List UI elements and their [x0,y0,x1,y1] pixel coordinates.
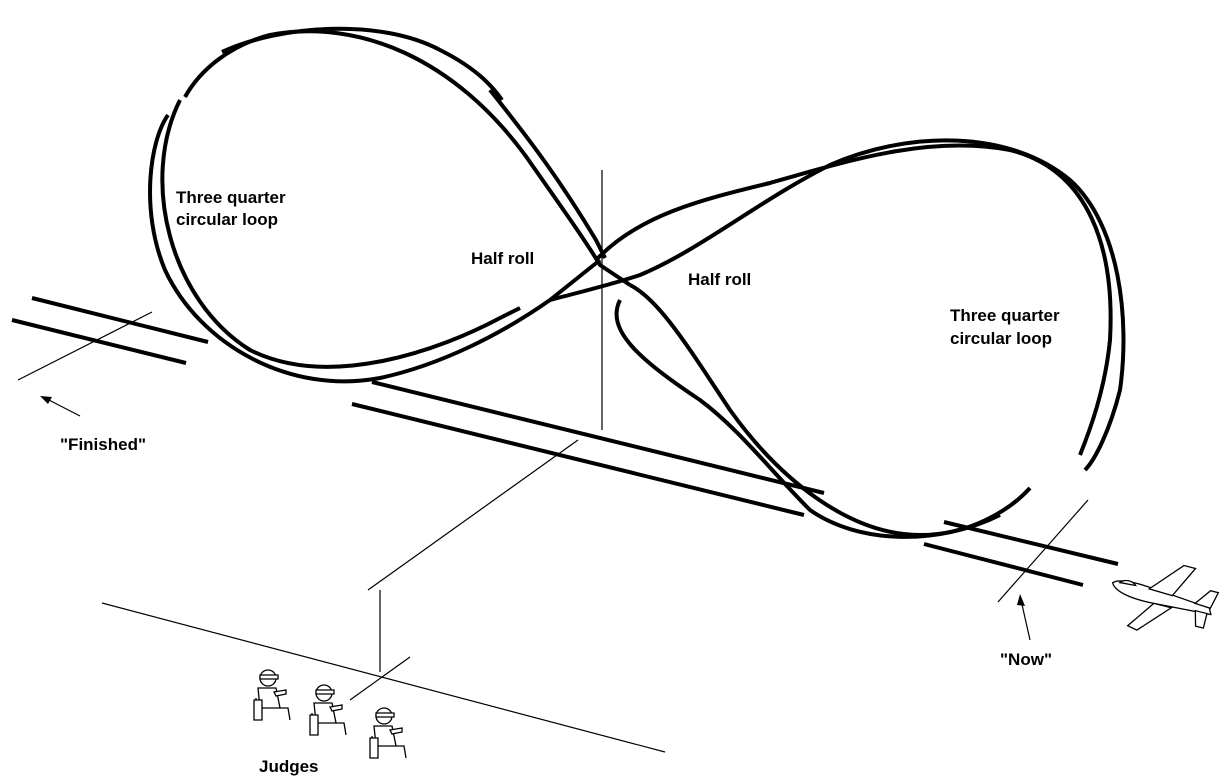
right-loop-path [549,138,1126,539]
entry-lower-line [923,542,1084,587]
entry-upper-line [943,520,1119,566]
now-label: "Now" [1000,650,1052,669]
left-loop-lower-inner [148,113,602,384]
arrow-icon [44,397,81,417]
airplane-icon [1111,564,1220,631]
center-diagonal-line [367,439,579,591]
judges-ground-line [101,602,666,753]
left-loop-path [148,26,632,384]
center-lower-line [351,402,805,517]
left-loop-bottom-outer [160,99,521,369]
judges-group [253,669,407,759]
left-loop-label-line1: Three quarter [176,188,286,207]
finished-label: "Finished" [60,435,146,454]
right-loop-upper-outer [596,143,1113,456]
straight-segments [11,296,1119,587]
judge-figure-icon [369,707,407,759]
half-roll-left-label: Half roll [471,249,534,268]
right-loop-upper-inner [549,138,1126,472]
arrow-icon [1020,599,1031,641]
right-loop-label-line2: circular loop [950,329,1052,348]
left-loop-descent-outer [488,88,607,259]
reference-lines [17,170,1089,753]
judges-label: Judges [259,757,319,776]
right-loop-lower-inner [614,299,1001,539]
judge-figure-icon [309,684,347,736]
right-reference-line [997,499,1089,603]
exit-lower-line [11,318,187,365]
half-roll-right-label: Half roll [688,270,751,289]
arrow-finished [40,396,81,417]
arrow-now [1017,594,1031,641]
right-loop-label-line1: Three quarter [950,306,1060,325]
left-loop-label-line2: circular loop [176,210,278,229]
arrow-head-icon [1017,594,1025,606]
center-upper-line [371,380,825,495]
exit-upper-line [31,296,209,344]
judge-figure-icon [253,669,291,721]
left-loop-inner [183,29,632,287]
arrow-head-icon [40,396,52,404]
judges-tick-line [349,656,411,701]
